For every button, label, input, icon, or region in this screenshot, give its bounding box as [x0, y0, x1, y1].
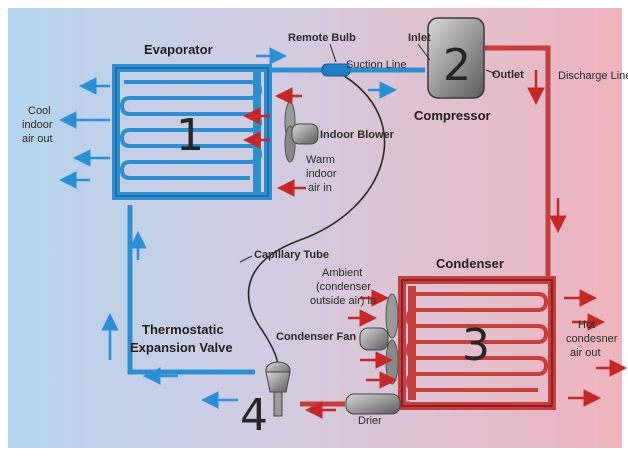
hot-air-out-arrows: [564, 289, 627, 407]
background-panel: [8, 8, 622, 448]
compressor-label: Compressor: [414, 108, 491, 123]
valve-number: 4: [240, 390, 268, 441]
thermostatic-expansion-valve: [265, 361, 291, 417]
condenser-coil: [398, 276, 556, 410]
hot-air-label-3: air out: [570, 347, 601, 359]
inlet-leader: [417, 43, 431, 61]
cool-air-label-3: air out: [22, 133, 53, 145]
remote-bulb: [321, 63, 351, 77]
capillary-tube-label: Capillary Tube: [254, 249, 329, 261]
discharge-line-label: Discharge Line: [558, 70, 628, 82]
capillary-leader: [239, 255, 253, 263]
outlet-label: Outlet: [492, 69, 524, 81]
flow-arrows-hot: [305, 70, 567, 419]
hot-air-label-1: Hot: [578, 319, 595, 331]
flow-arrows-cold: [101, 47, 397, 409]
outlet-leader: [485, 69, 497, 75]
indoor-blower: [284, 101, 319, 163]
compressor-number: 2: [443, 40, 471, 91]
ambient-label-2: (condenser: [316, 281, 371, 293]
warm-air-label-1: Warm: [306, 154, 335, 166]
drier-label: Drier: [358, 415, 382, 427]
condenser-fan-label: Condenser Fan: [276, 331, 356, 343]
cool-air-label-1: Cool: [28, 105, 51, 117]
evaporator-number: 1: [176, 110, 204, 161]
drier-body: [345, 393, 401, 415]
discharge-line-pipe: [485, 45, 551, 278]
warm-air-label-3: air in: [308, 182, 332, 194]
cool-air-label-2: indoor: [22, 119, 53, 131]
warm-air-in-arrows: [243, 87, 306, 197]
ambient-label-1: Ambient: [322, 267, 362, 279]
hot-air-label-2: condesner: [566, 333, 618, 345]
inlet-label: Inlet: [408, 32, 431, 44]
capillary-tube: [247, 71, 386, 369]
condenser-number: 3: [462, 320, 490, 371]
evaporator-label: Evaporator: [144, 42, 213, 57]
warm-air-label-2: indoor: [306, 168, 337, 180]
suction-line-label: Suction Line: [346, 59, 407, 71]
thermostatic-valve-label-2: Expansion Valve: [130, 340, 233, 355]
ambient-air-in-arrows: [348, 289, 397, 389]
cool-air-out-arrows: [59, 77, 110, 189]
condenser-label: Condenser: [436, 256, 504, 271]
liquid-line-cold-pipe: [127, 205, 255, 375]
thermostatic-valve-label-1: Thermostatic: [142, 322, 224, 337]
remote-bulb-leader: [329, 43, 337, 63]
remote-bulb-label: Remote Bulb: [288, 32, 356, 44]
indoor-blower-label: Indoor Blower: [320, 129, 395, 141]
ambient-label-3: outside air) in: [310, 295, 376, 307]
